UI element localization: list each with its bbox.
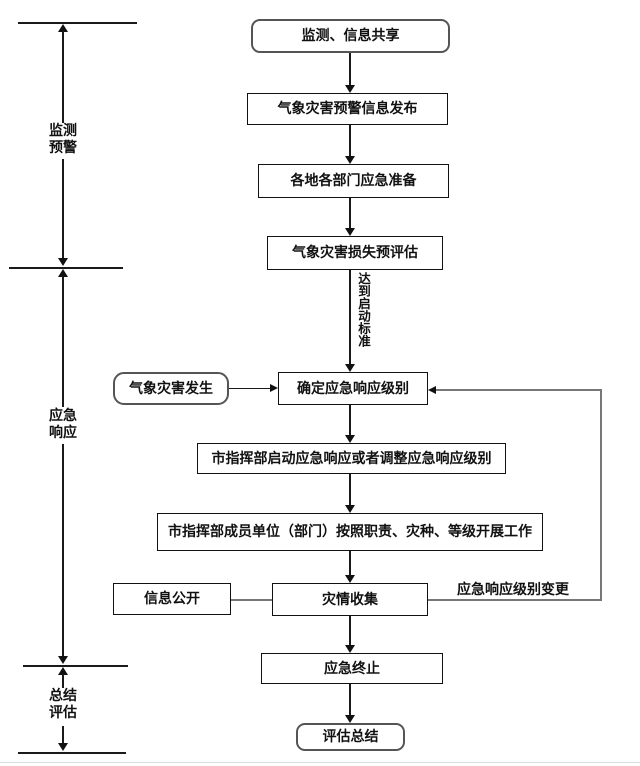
rail-arrow-down-3 [58, 743, 68, 751]
phase-label-summary: 总结 评估 [35, 688, 91, 722]
feedback-arrowhead-left [428, 385, 436, 394]
flow-connector [349, 474, 351, 505]
connector-info-disclosure [231, 599, 272, 601]
rail-line-seg [62, 276, 64, 407]
flow-connector [349, 270, 351, 364]
flow-arrowhead [345, 645, 355, 653]
node-disaster-occurs: 气象灾害发生 [113, 372, 229, 405]
phase-label-line: 总结 [49, 688, 77, 704]
phase-label-line: 应急 [49, 408, 77, 424]
node-members-carry-out-work: 市指挥部成员单位（部门）按照职责、灾种、等级开展工作 [157, 513, 543, 551]
flow-connector-horizontal [229, 387, 270, 389]
flow-arrowhead [345, 85, 355, 93]
phase-label-response: 应急 响应 [35, 408, 91, 442]
node-evaluation-summary: 评估总结 [296, 723, 405, 751]
rail-arrow-down-2 [58, 656, 68, 664]
feedback-line-vertical [600, 389, 602, 601]
rail-arrow-up-2 [58, 269, 68, 277]
page-bottom-edge [0, 762, 640, 763]
node-label: 确定应急响应级别 [297, 380, 409, 397]
phase-label-line: 响应 [49, 425, 77, 441]
flow-arrowhead [345, 435, 355, 443]
node-label: 市指挥部启动应急响应或者调整应急响应级别 [211, 450, 492, 467]
node-disaster-collection: 灾情收集 [272, 583, 428, 616]
rail-line-seg [62, 159, 64, 259]
phase-label-line: 预警 [49, 140, 77, 156]
phase-tick-line-1 [18, 22, 137, 24]
flow-arrowhead-right [270, 383, 278, 392]
rail-line-seg [62, 31, 64, 124]
phase-tick-line-2 [9, 267, 123, 269]
node-label: 各地各部门应急准备 [290, 173, 417, 189]
flow-connector [349, 551, 351, 575]
node-label: 气象灾害预警信息发布 [277, 101, 418, 117]
node-label: 灾情收集 [322, 591, 378, 608]
node-determine-response-level: 确定应急响应级别 [278, 372, 428, 405]
feedback-line-bottom [428, 599, 602, 601]
node-monitor-info-share: 监测、信息共享 [251, 19, 450, 53]
phase-tick-line-3 [23, 665, 128, 667]
node-info-disclosure: 信息公开 [113, 583, 231, 615]
node-label: 评估总结 [322, 729, 379, 745]
flow-connector [349, 684, 351, 715]
rail-line-seg [62, 674, 64, 689]
phase-label-monitoring: 监测 预警 [35, 123, 91, 157]
flow-arrowhead [345, 228, 355, 236]
node-label: 应急终止 [324, 660, 380, 677]
node-label: 信息公开 [144, 591, 200, 607]
flow-arrowhead [345, 156, 355, 164]
rail-arrow-up-1 [58, 24, 68, 32]
node-label: 监测、信息共享 [301, 28, 400, 44]
node-loss-pre-assessment: 气象灾害损失预评估 [267, 236, 443, 270]
flow-connector [349, 53, 351, 85]
edge-label-activation-threshold: 达到启动标准 [355, 272, 371, 354]
node-emergency-termination: 应急终止 [261, 653, 443, 684]
phase-label-line: 评估 [49, 705, 77, 721]
flow-connector [349, 405, 351, 435]
rail-line-seg [62, 726, 64, 744]
edge-label-response-level-change: 应急响应级别变更 [457, 582, 569, 598]
flow-arrowhead [345, 715, 355, 723]
node-warning-release: 气象灾害预警信息发布 [247, 93, 448, 125]
flow-connector [349, 198, 351, 228]
rail-arrow-up-3 [58, 667, 68, 675]
flow-connector [349, 125, 351, 156]
feedback-line-top [436, 389, 602, 391]
node-label: 气象灾害损失预评估 [292, 245, 418, 261]
flow-arrowhead [345, 575, 355, 583]
node-label: 市指挥部成员单位（部门）按照职责、灾种、等级开展工作 [168, 524, 532, 540]
flow-connector [349, 616, 351, 645]
flow-arrowhead [345, 505, 355, 513]
node-label: 气象灾害发生 [129, 380, 213, 397]
phase-tick-line-4 [18, 752, 126, 754]
node-emergency-preparation: 各地各部门应急准备 [258, 164, 449, 198]
node-hq-start-or-adjust: 市指挥部启动应急响应或者调整应急响应级别 [197, 443, 506, 474]
flow-arrowhead [345, 364, 355, 372]
rail-arrow-down-1 [58, 258, 68, 266]
phase-label-line: 监测 [49, 123, 77, 139]
rail-line-seg [62, 444, 64, 657]
